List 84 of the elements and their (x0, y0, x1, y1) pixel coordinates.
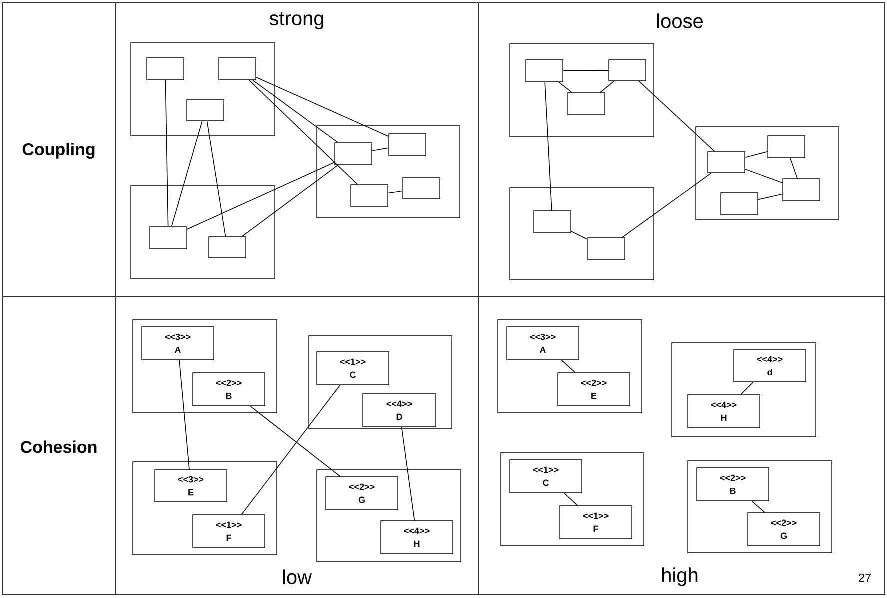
class-box: <<4>> H (688, 394, 760, 428)
class-box: <<2>> G (326, 476, 398, 510)
column-heading: strong (270, 12, 324, 30)
class-box: <<2>> B (696, 468, 770, 502)
connector-line (206, 121, 226, 237)
class-box: <<3>> E (154, 470, 228, 502)
connector-line (740, 382, 754, 395)
component-box (350, 184, 388, 208)
connector-line (752, 501, 766, 513)
connector-line (165, 80, 169, 227)
package-box (688, 460, 832, 554)
component-box (782, 178, 820, 202)
component-box (186, 100, 224, 122)
connector-line (242, 165, 338, 237)
connector-line (790, 158, 798, 179)
class-box: <<1>> C (316, 352, 390, 386)
connector-line (622, 173, 712, 238)
package-box (308, 336, 452, 430)
class-box: <<4>> D (362, 394, 436, 428)
component-box (218, 58, 256, 80)
connector-line (171, 121, 203, 227)
package-box (672, 342, 816, 438)
connector-line (388, 190, 403, 194)
package-box (316, 470, 462, 562)
connector-line (758, 194, 783, 200)
package-box (696, 126, 840, 220)
package-box (498, 320, 642, 414)
connector-line (256, 77, 389, 137)
class-box: <<4>> H (380, 520, 454, 554)
package-box (130, 186, 276, 280)
row-heading: Coupling (22, 143, 95, 159)
class-box: <<1>> F (192, 514, 266, 548)
class-box: <<2>> E (558, 372, 630, 406)
row-heading: Cohesion (20, 440, 97, 454)
connector-line (252, 80, 338, 143)
class-box: <<4>> d (734, 350, 806, 382)
connector-line (745, 151, 768, 158)
component-box (588, 238, 626, 260)
component-box (608, 60, 646, 82)
connector-line (372, 148, 389, 152)
package-box (132, 462, 278, 556)
class-box: <<1>> F (560, 506, 632, 540)
connector-line (179, 360, 190, 470)
connector-line (571, 231, 588, 240)
connector-line (638, 81, 716, 152)
component-box (334, 142, 372, 166)
package-box (130, 42, 276, 136)
package-box (500, 452, 644, 546)
component-box (146, 58, 184, 80)
class-box: <<2>> G (748, 512, 820, 546)
component-box (720, 192, 758, 216)
class-box: <<3>> A (506, 326, 580, 360)
connector-line (242, 385, 341, 515)
component-box (534, 210, 572, 234)
connector-line (558, 82, 572, 93)
package-box (132, 320, 278, 414)
page-number: 27 (858, 574, 872, 582)
component-box (402, 178, 440, 200)
component-box (768, 136, 806, 158)
connector-line (600, 81, 614, 93)
column-heading: high (662, 568, 698, 586)
connector-line (544, 82, 552, 211)
connector-line (564, 493, 578, 506)
package-box (316, 126, 460, 218)
connector-line (249, 80, 358, 185)
component-box (388, 134, 426, 156)
connector-line (561, 360, 576, 373)
connector-line (401, 427, 416, 521)
connector-line (250, 406, 341, 477)
class-box: <<1>> C (510, 460, 582, 494)
component-box (526, 60, 564, 82)
component-box (568, 92, 606, 116)
connector-line (563, 70, 609, 72)
class-box: <<3>> A (142, 326, 214, 360)
connector-line (745, 169, 783, 184)
component-box (208, 236, 246, 258)
component-box (150, 226, 188, 250)
package-box (510, 188, 654, 280)
column-heading: loose (657, 14, 703, 28)
package-box (510, 44, 654, 138)
class-box: <<2>> B (192, 372, 266, 406)
component-box (708, 152, 746, 174)
connector-line (187, 162, 335, 230)
column-heading: low (283, 570, 312, 584)
